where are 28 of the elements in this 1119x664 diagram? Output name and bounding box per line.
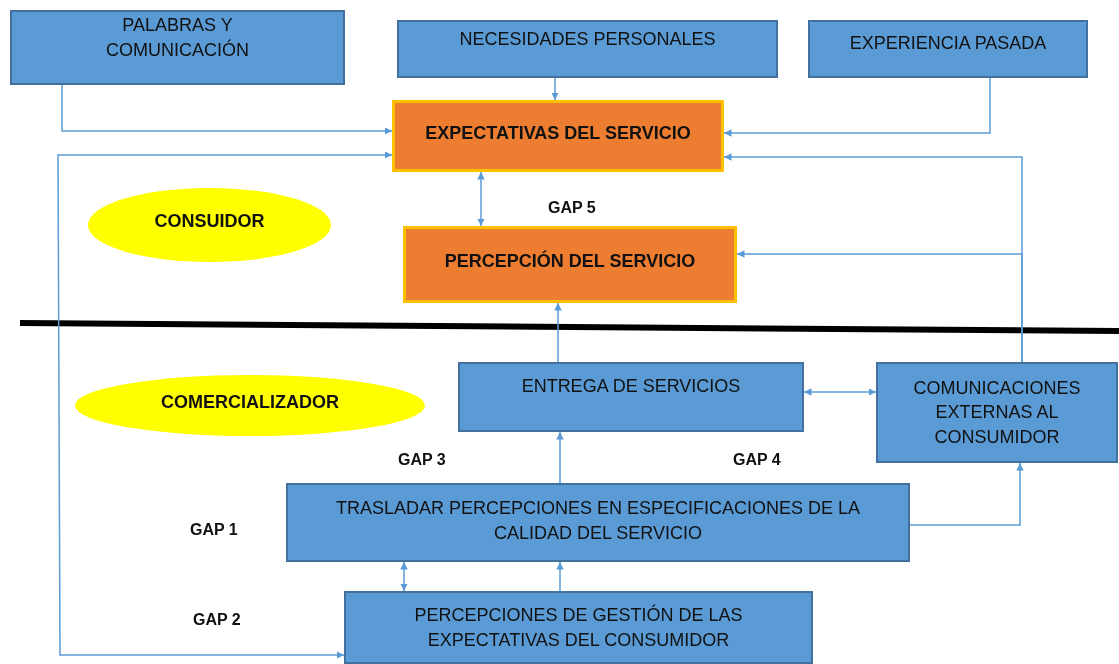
process-box: ENTREGA DE SERVICIOS — [458, 362, 804, 432]
process-box: PALABRAS Y COMUNICACIÓN — [10, 10, 345, 85]
arrow — [554, 302, 562, 363]
arrow — [736, 250, 1023, 363]
gap-label: GAP 5 — [548, 199, 596, 217]
arrow — [551, 77, 559, 101]
arrow — [400, 561, 408, 592]
highlight-box: EXPECTATIVAS DEL SERVICIO — [392, 100, 724, 172]
ellipse-label: CONSUIDOR — [88, 188, 331, 262]
arrow — [556, 431, 564, 484]
ellipse-label: COMERCIALIZADOR — [75, 375, 425, 436]
gap-label: GAP 1 — [190, 521, 238, 539]
highlight-box: PERCEPCIÓN DEL SERVICIO — [403, 226, 737, 303]
arrow — [57, 151, 393, 659]
arrow — [556, 561, 564, 592]
arrow — [61, 84, 393, 135]
arrow — [803, 388, 877, 396]
process-box: NECESIDADES PERSONALES — [397, 20, 778, 78]
gap-label: GAP 2 — [193, 611, 241, 629]
gap-label: GAP 3 — [398, 451, 446, 469]
process-box: TRASLADAR PERCEPCIONES EN ESPECIFICACIONES DE LA CALIDAD DEL SERVICIO — [286, 483, 910, 562]
arrow — [909, 462, 1024, 526]
arrow — [723, 77, 991, 137]
process-box: COMUNICACIONES EXTERNAS AL CONSUMIDOR — [876, 362, 1118, 463]
arrow — [477, 171, 485, 227]
process-box: PERCEPCIONES DE GESTIÓN DE LAS EXPECTATIVAS DEL CONSUMIDOR — [344, 591, 813, 664]
gap-label: GAP 4 — [733, 451, 781, 469]
process-box: EXPERIENCIA PASADA — [808, 20, 1088, 78]
